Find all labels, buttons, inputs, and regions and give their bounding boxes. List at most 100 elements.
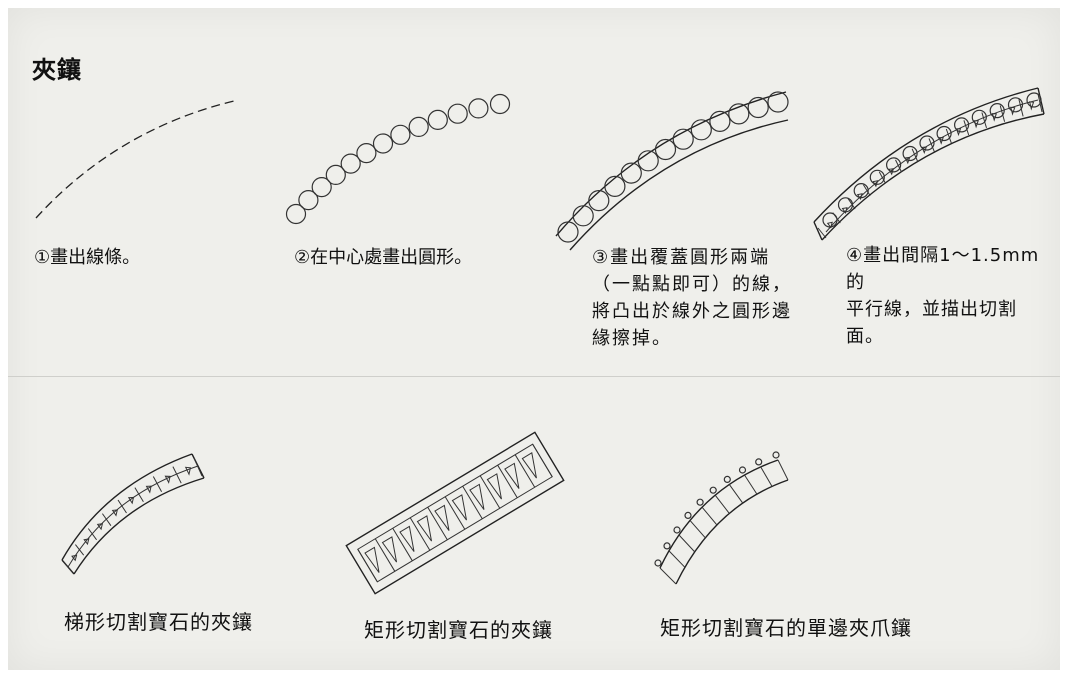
stone-facet: [973, 120, 979, 129]
stone-facet: [521, 452, 537, 479]
stone-facet: [1029, 101, 1035, 111]
stone-facet: [955, 128, 962, 137]
circle-mark: [971, 109, 987, 125]
stone-divider: [75, 544, 85, 556]
illustrations: [35, 87, 1045, 595]
circle-mark: [869, 169, 885, 185]
stone-facet: [96, 523, 104, 531]
circle-mark: [408, 116, 429, 138]
circle-mark: [690, 119, 712, 141]
stone-divider: [117, 499, 127, 514]
caption-rectangle-channel: 矩形切割寶石的夾鑲: [364, 618, 553, 642]
caption-trapezoid-channel: 梯形切割寶石的夾鑲: [64, 610, 253, 634]
stone-divider: [134, 487, 144, 502]
circle-mark: [356, 143, 377, 164]
stone-facet: [184, 466, 192, 476]
stone-divider: [479, 475, 501, 509]
stone-facet: [451, 494, 467, 521]
stone-facet: [71, 554, 78, 562]
circle-mark: [709, 110, 731, 133]
stone-divider: [1018, 99, 1024, 117]
circle-mark: [953, 117, 970, 133]
circle-mark: [1026, 92, 1042, 108]
document-page: 夾鑲: [8, 8, 1060, 670]
stone-facet: [904, 156, 911, 165]
circle-mark: [298, 190, 319, 211]
circle-mark: [885, 157, 902, 173]
stone-divider: [374, 538, 396, 572]
page-fold-line: [8, 376, 1060, 377]
stone-divider: [714, 494, 730, 514]
circle-mark: [728, 103, 750, 125]
stone-facet: [826, 221, 833, 229]
circle-mark: [902, 145, 918, 162]
page-title: 夾鑲: [32, 56, 82, 84]
stone-divider: [659, 567, 677, 585]
stone-divider: [963, 120, 970, 136]
stone-facet: [416, 515, 433, 542]
single-side-prong-setting-illustration: [654, 451, 789, 585]
stone-divider: [777, 459, 789, 481]
stone-divider: [701, 506, 718, 526]
circle-mark: [325, 164, 346, 185]
circle-mark: [620, 162, 642, 184]
stone-divider: [152, 476, 163, 493]
stone-facet: [127, 496, 135, 505]
stone-divider: [87, 528, 98, 541]
step1-curve-illustration: [35, 99, 239, 219]
prong-mark: [755, 458, 763, 466]
stone-divider: [357, 548, 378, 583]
circle-mark: [1007, 97, 1024, 113]
circle-mark: [588, 190, 610, 212]
stone-facet: [469, 483, 485, 510]
stone-divider: [744, 474, 758, 495]
stone-divider: [878, 171, 887, 184]
stone-facet: [888, 168, 895, 176]
stone-facet: [364, 546, 380, 573]
prong-mark: [663, 542, 671, 550]
stone-facet: [921, 146, 928, 154]
stone-divider: [817, 227, 827, 239]
circle-mark: [747, 96, 769, 119]
stone-facet: [83, 538, 90, 546]
stone-divider: [895, 159, 902, 173]
step2-circles-illustration: [285, 93, 511, 225]
stone-divider: [172, 466, 182, 484]
stone-facet: [381, 536, 398, 563]
circle-mark: [447, 103, 468, 124]
stone-divider: [832, 212, 841, 224]
stone-divider: [514, 454, 536, 488]
stone-divider: [101, 513, 112, 526]
stone-divider: [462, 485, 483, 520]
rectangle-channel-setting-illustration: [345, 431, 565, 595]
stone-facet: [872, 180, 879, 188]
stone-facet: [145, 485, 152, 494]
stone-divider: [427, 506, 448, 541]
prong-mark: [723, 475, 731, 483]
prong-mark: [684, 511, 692, 519]
stone-facet: [856, 193, 863, 201]
step-2-text: ②在中心處畫出圓形。: [294, 247, 473, 268]
stone-divider: [760, 466, 773, 487]
stone-divider: [63, 561, 73, 573]
stone-divider: [532, 443, 553, 478]
stone-divider: [928, 138, 935, 152]
stone-facet: [841, 207, 848, 214]
step3-channel-illustration: [555, 91, 789, 251]
circle-mark: [285, 203, 307, 225]
stone-facet: [164, 475, 171, 484]
stone-divider: [945, 128, 952, 144]
stone-facet: [1010, 106, 1016, 116]
stone-facet: [991, 113, 997, 122]
step-4-text: ④畫出間隔1～1.5mm的 平行線，並描出切割 面。: [846, 245, 1040, 347]
stone-facet: [938, 136, 944, 145]
circle-mark: [936, 125, 952, 142]
stone-divider: [497, 464, 518, 499]
circle-mark: [311, 177, 332, 198]
stone-facet: [504, 462, 520, 489]
stone-facet: [434, 504, 450, 531]
prong-mark: [673, 526, 681, 534]
circle-mark: [489, 93, 511, 115]
step-3-text: ③畫出覆蓋圓形兩端 （一點點即可）的線， 將凸出於線外之圓形邊 緣擦掉。: [592, 247, 792, 349]
stone-divider: [728, 484, 744, 504]
